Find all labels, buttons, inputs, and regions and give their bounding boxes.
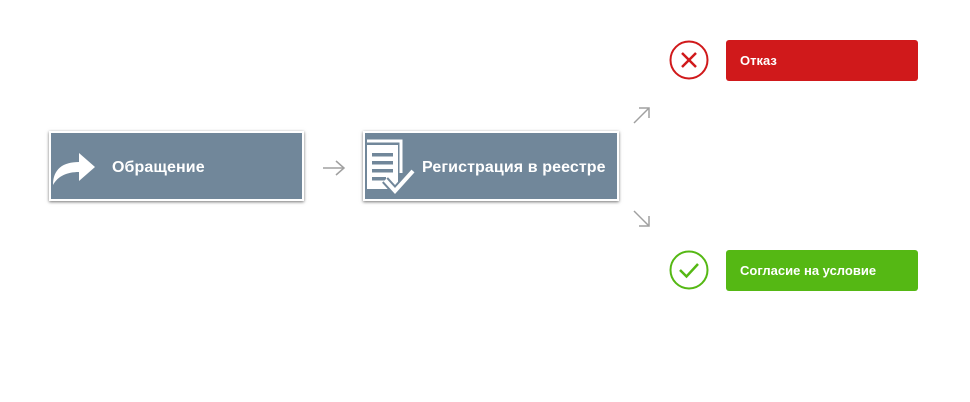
- share-arrow-icon: [51, 133, 97, 199]
- outcome-label: Отказ: [740, 53, 777, 68]
- outcome-reject: Отказ: [726, 40, 918, 81]
- arrow-down-right-icon: [633, 210, 650, 227]
- step-label: Регистрация в реестре: [422, 159, 606, 176]
- outcome-accept: Согласие на условие: [726, 250, 918, 291]
- cross-circle-icon: [669, 40, 709, 80]
- check-circle-icon: [669, 250, 709, 290]
- step-request: Обращение: [49, 131, 304, 201]
- step-label: Обращение: [112, 159, 205, 176]
- arrow-up-right-icon: [633, 107, 650, 124]
- arrow-right-icon: [323, 160, 346, 176]
- document-check-icon: [365, 133, 417, 199]
- outcome-label: Согласие на условие: [740, 263, 877, 278]
- step-registration: Регистрация в реестре: [363, 131, 619, 201]
